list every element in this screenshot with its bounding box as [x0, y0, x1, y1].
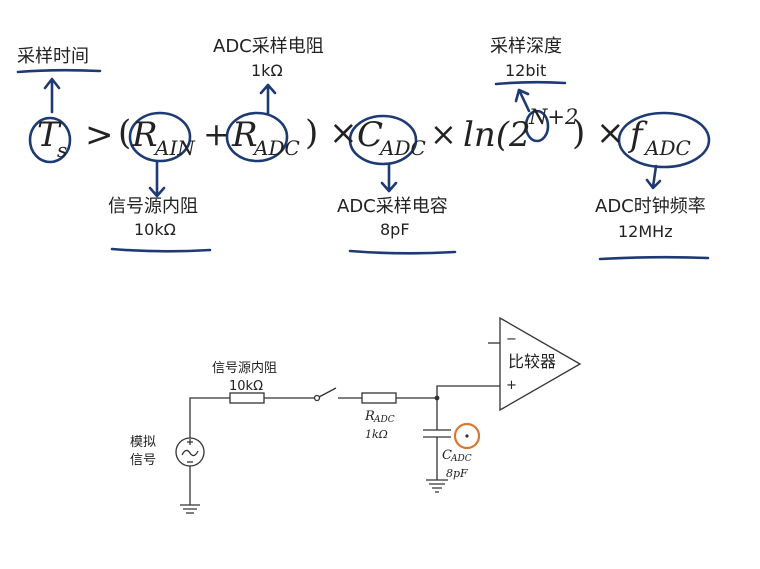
wire-source-top	[189, 397, 230, 438]
formula-exponent: N+2	[529, 105, 579, 129]
label-sample-time: 采样时间	[17, 46, 89, 67]
ink-arrow-sample-time	[43, 77, 61, 114]
capacitor-cadc	[423, 429, 451, 438]
ac-plus-icon	[187, 439, 193, 445]
ink-arrow-rain	[148, 160, 166, 198]
ink-circle-fadc	[617, 111, 711, 169]
ink-underline-sample-time	[16, 68, 102, 74]
ink-arrow-n	[514, 88, 531, 113]
formula-t-sub: s	[57, 138, 68, 162]
comparator-minus-sign: −	[506, 332, 517, 347]
ink-circle-radc	[225, 111, 289, 163]
ink-underline-depth	[494, 80, 567, 86]
label-sample-depth: 采样深度	[490, 36, 562, 57]
formula-f-adc: f	[630, 115, 643, 155]
value-adc-capacitance: 8pF	[380, 220, 410, 239]
formula-close-times-2: ) ×	[572, 113, 625, 153]
label-radc: R	[365, 409, 375, 424]
ink-circle-n	[524, 109, 550, 143]
ink-circle-cadc	[348, 114, 418, 166]
value-rin: 10kΩ	[229, 379, 264, 394]
wire-node-comparator	[436, 385, 500, 398]
highlight-dot-icon	[465, 434, 469, 438]
label-analog: 模拟	[130, 435, 157, 450]
ink-underline-fadc	[598, 255, 710, 261]
switch-contact-left	[313, 394, 321, 402]
label-adc-capacitance: ADC采样电容	[337, 196, 448, 217]
resistor-radc	[361, 392, 397, 404]
formula-plus: +	[203, 115, 230, 153]
label-radc-sub: ADC	[374, 415, 395, 425]
formula-r-adc: R	[232, 115, 258, 155]
formula-close-times: ) ×	[305, 113, 358, 153]
label-cadc: C	[442, 448, 452, 463]
label-cadc-sub: ADC	[451, 454, 472, 464]
value-radc: 1kΩ	[365, 428, 388, 441]
formula-c-adc-sub: ADC	[380, 136, 426, 160]
label-signal: 信号	[130, 453, 157, 468]
formula-open-paren: (	[118, 113, 132, 153]
ink-underline-cadc	[348, 249, 457, 255]
label-adc-resistance: ADC采样电阻	[213, 36, 324, 57]
ink-arrow-fadc	[645, 164, 662, 190]
label-adc-clock: ADC时钟频率	[595, 196, 706, 217]
ink-circle-ts	[28, 116, 72, 164]
comparator-plus-sign: +	[506, 378, 517, 393]
formula-r-adc-sub: ADC	[254, 136, 300, 160]
value-sample-depth: 12bit	[505, 61, 547, 80]
label-comparator: 比较器	[508, 352, 557, 371]
value-cadc: 8pF	[446, 467, 468, 480]
ink-underline-source-r	[110, 247, 212, 253]
ground-icon-cap	[426, 479, 448, 493]
ink-arrow-radc	[259, 83, 277, 116]
formula-t: T	[37, 115, 60, 155]
ac-wave-icon	[181, 449, 199, 457]
formula-gt: >	[85, 115, 114, 155]
ground-icon-source	[180, 504, 200, 514]
resistor-rin	[229, 392, 265, 404]
value-source-resistance: 10kΩ	[134, 220, 176, 239]
value-adc-resistance: 1kΩ	[251, 61, 283, 80]
label-source-resistance: 信号源内阻	[108, 196, 198, 217]
value-adc-clock: 12MHz	[618, 222, 673, 241]
formula-c-adc: C	[357, 115, 384, 155]
formula-r-ain-sub: AIN	[155, 136, 195, 160]
ink-arrow-cadc	[380, 163, 398, 193]
formula-r-ain: R	[132, 115, 158, 155]
formula-f-adc-sub: ADC	[645, 136, 691, 160]
highlight-circle-icon	[453, 422, 481, 450]
switch-blade	[318, 387, 337, 398]
ink-circle-rain	[128, 111, 192, 163]
label-rin: 信号源内阻	[212, 361, 278, 376]
formula-ln: ln(2	[463, 115, 531, 155]
formula-times: ×	[430, 115, 457, 153]
comparator-triangle	[499, 316, 582, 412]
circuit-schematic	[175, 316, 582, 514]
